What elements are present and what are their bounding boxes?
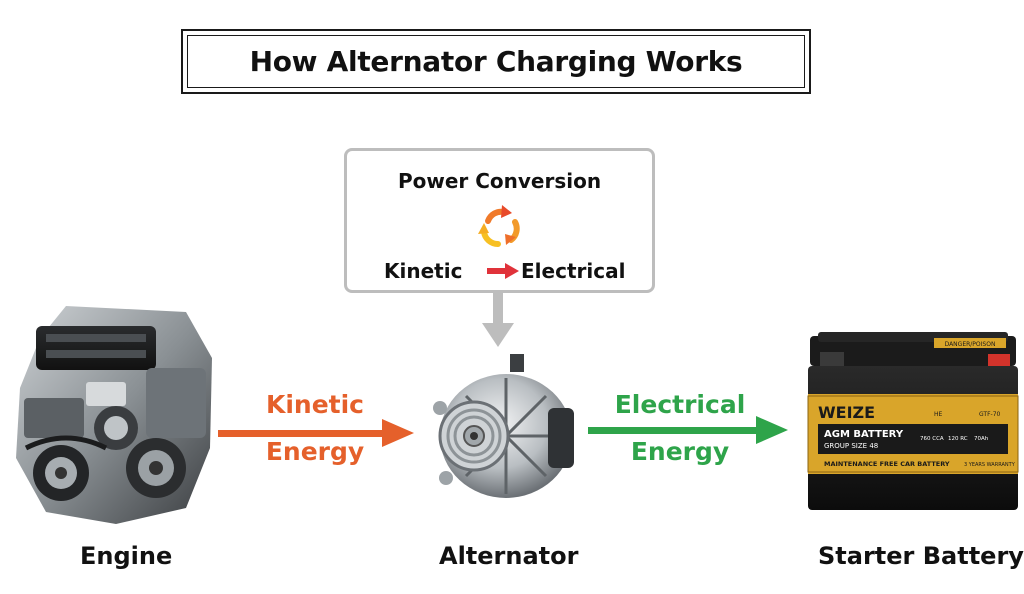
conversion-to-label: Electrical (521, 259, 626, 283)
battery-he-text: HE (934, 411, 943, 418)
down-arrow-icon (482, 293, 514, 347)
battery-warranty-text: 3 YEARS WARRANTY (964, 462, 1016, 468)
battery-strip-text: MAINTENANCE FREE CAR BATTERY (824, 460, 950, 468)
battery-rc-text: 120 RC (948, 436, 968, 442)
kinetic-energy-arrow (218, 419, 414, 447)
electrical-energy-label-line1: Electrical (614, 390, 746, 419)
electrical-energy-arrow (588, 416, 788, 444)
battery-cca-text: 760 CCA (920, 436, 944, 442)
electrical-energy-label-line2: Energy (630, 437, 730, 466)
kinetic-energy-label-line2: Energy (265, 437, 365, 466)
engine-image (16, 306, 212, 524)
conversion-from-label: Kinetic (384, 259, 463, 283)
battery-warning-text: DANGER/POISON (945, 341, 996, 348)
power-conversion-box: Power Conversion Kinetic Electrical (344, 148, 655, 293)
starter-battery-label: Starter Battery (818, 542, 1024, 570)
battery-brand-text: WEIZE (818, 403, 875, 422)
battery-image: DANGER/POISON WEIZE HE GTF-70 AGM BATTER… (807, 332, 1019, 510)
right-arrow-icon (487, 263, 519, 279)
alternator-label: Alternator (439, 542, 579, 570)
cycle-arrows-icon (478, 205, 520, 248)
conversion-heading: Power Conversion (397, 169, 602, 193)
alternator-image (433, 354, 574, 498)
title-box: How Alternator Charging Works (181, 29, 811, 94)
engine-label: Engine (80, 542, 173, 570)
page-title: How Alternator Charging Works (249, 45, 743, 78)
battery-model-text: GTF-70 (979, 411, 1001, 418)
battery-group-text: GROUP SIZE 48 (824, 442, 878, 450)
battery-type-text: AGM BATTERY (824, 429, 904, 440)
kinetic-energy-label-line1: Kinetic (265, 390, 365, 419)
battery-ah-text: 70Ah (974, 436, 989, 442)
title-inner-frame: How Alternator Charging Works (187, 35, 805, 88)
